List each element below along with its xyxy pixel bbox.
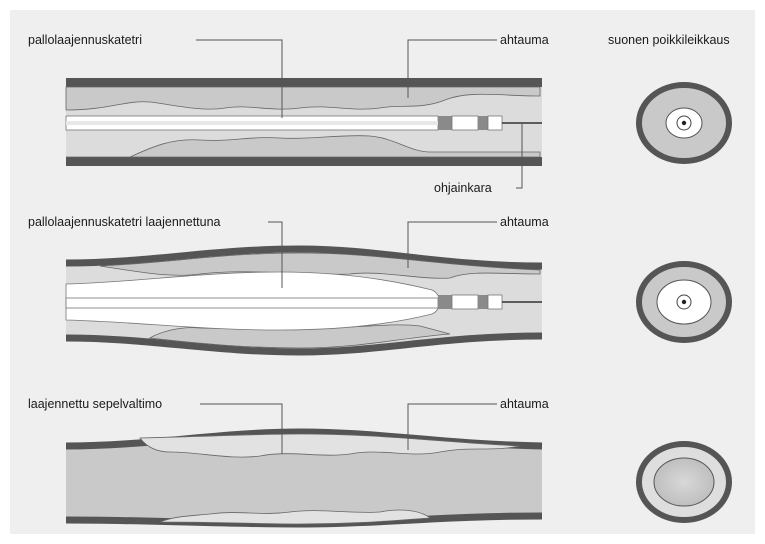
vessel-row-3: laajennettu sepelvaltimo ahtauma <box>28 397 549 524</box>
balloon-marker <box>478 116 488 130</box>
stenosis-label: ahtauma <box>500 33 549 47</box>
cross-section-title: suonen poikkileikkaus <box>608 33 730 47</box>
dilated-artery-label: laajennettu sepelvaltimo <box>28 397 162 411</box>
catheter-tip <box>488 116 502 130</box>
balloon-segment <box>452 295 478 309</box>
catheter-tip <box>488 295 502 309</box>
cross-section-1 <box>639 85 729 161</box>
balloon-marker <box>438 116 452 130</box>
cross-section-2 <box>639 264 729 340</box>
balloon-marker <box>478 295 488 309</box>
catheter-label: pallolaajennuskatetri <box>28 33 142 47</box>
vessel-wall-bottom <box>66 157 542 166</box>
vessel-row-1: pallolaajennuskatetri ahtauma ohjainkara <box>28 33 549 195</box>
balloon-segment <box>452 116 478 130</box>
inflated-catheter-label: pallolaajennuskatetri laajennettuna <box>28 215 221 229</box>
balloon-marker <box>438 295 452 309</box>
catheter-inner <box>66 121 438 125</box>
vessel-wall-top <box>66 78 542 87</box>
cross-section-3 <box>639 444 729 520</box>
catheter-shaft <box>66 298 438 308</box>
stenosis-label: ahtauma <box>500 215 549 229</box>
vessel-row-2: pallolaajennuskatetri laajennettuna ahta… <box>28 215 549 352</box>
stenosis-label: ahtauma <box>500 397 549 411</box>
guide-wire-label: ohjainkara <box>434 181 492 195</box>
